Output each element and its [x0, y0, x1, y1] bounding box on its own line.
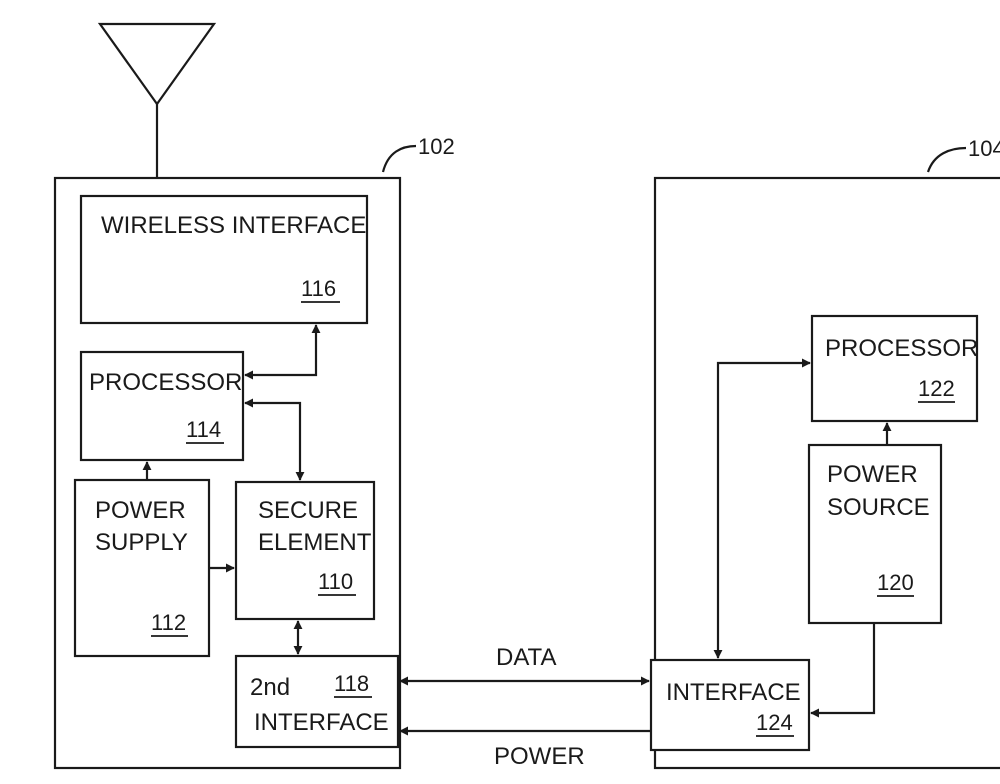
power-source-block: POWER SOURCE 120 [807, 443, 943, 625]
power-link-label: POWER [494, 743, 585, 770]
device-104-ref: 104 [968, 136, 1000, 161]
secure-element-block: SECURE ELEMENT 110 [234, 480, 376, 621]
secure-element-label-line1: SECURE [258, 497, 358, 524]
secure-element-ref: 110 [318, 569, 353, 594]
processor-114-block: PROCESSOR 114 [79, 350, 245, 462]
second-interface-label: INTERFACE [254, 709, 389, 736]
device-102-callout: 102 [381, 134, 455, 173]
processor-122-ref: 122 [918, 376, 955, 401]
data-link-label: DATA [496, 644, 556, 671]
processor-122-block: PROCESSOR 122 [810, 314, 978, 423]
power-supply-label-line1: POWER [95, 497, 186, 524]
processor-114-label: PROCESSOR [89, 369, 242, 396]
connector-interface-processor-122 [713, 358, 811, 659]
power-supply-block: POWER SUPPLY 112 [73, 478, 211, 658]
power-source-ref: 120 [877, 570, 914, 595]
power-source-label-line2: SOURCE [827, 494, 930, 521]
wireless-interface-label: WIRELESS INTERFACE [101, 212, 366, 239]
device-102-ref: 102 [418, 134, 455, 159]
processor-122-label: PROCESSOR [825, 335, 978, 362]
device-104-callout: 104 [926, 136, 1000, 173]
interface-124-ref: 124 [756, 710, 793, 735]
power-supply-ref: 112 [151, 610, 186, 635]
second-interface-prefix: 2nd [250, 674, 290, 701]
wireless-interface-block: WIRELESS INTERFACE 116 [79, 194, 369, 325]
secure-element-label-line2: ELEMENT [258, 529, 372, 556]
second-interface-ref: 118 [334, 671, 369, 696]
connector-processor-wireless [244, 324, 321, 380]
interface-124-block: INTERFACE 124 [649, 658, 811, 752]
power-source-label-line1: POWER [827, 461, 918, 488]
processor-114-ref: 114 [186, 417, 221, 442]
antenna-icon [97, 22, 217, 196]
connector-processor-secure-element [244, 398, 305, 481]
interface-124-label: INTERFACE [666, 679, 801, 706]
wireless-interface-ref: 116 [301, 276, 336, 301]
connector-power-source-interface [810, 623, 876, 718]
power-supply-label-line2: SUPPLY [95, 529, 188, 556]
second-interface-block: 2nd 118 INTERFACE [234, 654, 400, 749]
